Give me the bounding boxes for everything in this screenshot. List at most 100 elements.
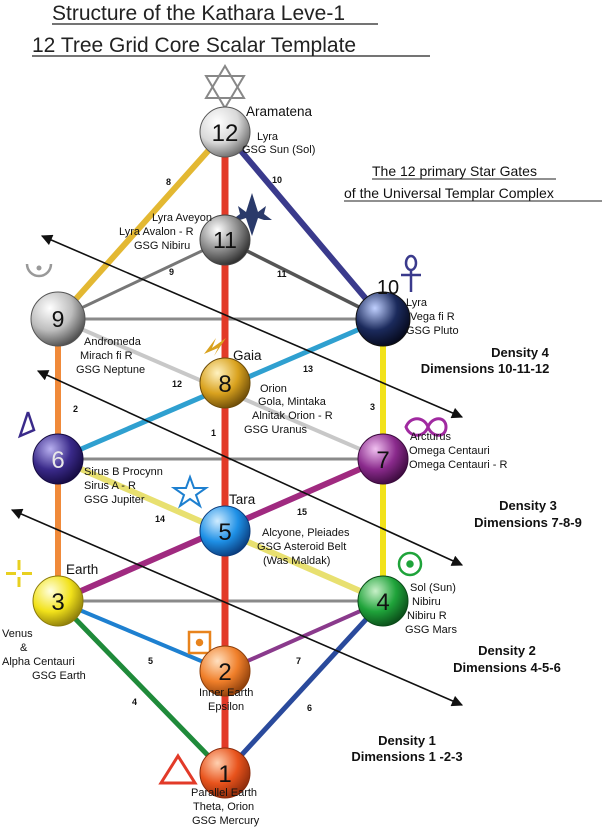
subtitle-line-2: of the Universal Templar Complex <box>344 185 554 201</box>
node-7-label-line: Omega Centauri <box>409 445 490 457</box>
density-arrows <box>10 234 464 707</box>
node-11-label-line: Lyra Avalon - R <box>119 226 194 238</box>
node-9-label-line: Mirach fi R <box>80 350 133 362</box>
node-5-labels: Alcyone, Pleiades GSG Asteroid Belt (Was… <box>257 527 350 567</box>
node-2-label-line: Epsilon <box>208 701 244 713</box>
path-number-7: 7 <box>296 656 301 666</box>
node-12-number: 12 <box>212 120 239 147</box>
node-8-name: Gaia <box>233 348 262 363</box>
node-3-name: Earth <box>66 562 98 577</box>
node-6-label-line: GSG Jupiter <box>84 494 145 506</box>
node-11[interactable]: 11 <box>199 214 251 266</box>
node-12-name: Aramatena <box>246 104 313 119</box>
title-line-2: 12 Tree Grid Core Scalar Template <box>32 34 356 57</box>
node-4-label-line: Nibiru R <box>407 610 447 622</box>
path-number-13: 13 <box>303 364 313 374</box>
node-4-label-line: GSG Mars <box>405 624 457 636</box>
node-4-label-line: Nibiru <box>412 596 441 608</box>
node-2[interactable]: 2 <box>199 645 251 697</box>
node-1-label-line: Parallel Earth <box>191 787 257 799</box>
density-title: Density 3 <box>499 498 557 513</box>
node-6[interactable]: 6 <box>32 433 84 485</box>
node-12-labels: Lyra GSG Sun (Sol) <box>242 131 315 156</box>
path-number-labels: 1 2 3 4 5 6 7 8 9 10 11 12 13 14 15 <box>73 175 375 713</box>
node-10-label-line: GSG Pluto <box>406 325 459 337</box>
node-5[interactable]: 5 <box>199 505 251 557</box>
node-8[interactable]: 8 <box>199 357 251 409</box>
node-2-number: 2 <box>218 659 231 686</box>
node-10-labels: Lyra Vega fi R GSG Pluto <box>406 297 459 337</box>
path-number-1: 1 <box>211 428 216 438</box>
node-3-labels: Venus & Alpha Centauri GSG Earth <box>2 628 86 682</box>
node-7-label-line: Arcturus <box>410 431 451 443</box>
node-8-labels: Orion Gola, Mintaka Alnitak Orion - R GS… <box>244 383 333 436</box>
node-9-number: 9 <box>52 306 65 332</box>
node-8-number: 8 <box>218 371 231 398</box>
node-11-label-line: Lyra Aveyon <box>152 212 212 224</box>
node-2-label-line: Inner Earth <box>199 687 253 699</box>
path-number-4: 4 <box>132 697 137 707</box>
node-7[interactable]: 7 <box>357 433 409 485</box>
node-12-label-line: GSG Sun (Sol) <box>242 144 315 156</box>
path-number-6: 6 <box>307 703 312 713</box>
subtitle-line-1: The 12 primary Star Gates <box>372 163 537 179</box>
path-number-5: 5 <box>148 656 153 666</box>
node-5-label-line: GSG Asteroid Belt <box>257 541 346 553</box>
path-number-2: 2 <box>73 404 78 414</box>
nodal-symbol-icon <box>17 411 36 439</box>
node-3-label-line: GSG Earth <box>32 670 86 682</box>
infinity-icon <box>404 417 448 437</box>
square-dot-icon <box>187 630 212 655</box>
cross-icon <box>6 560 32 587</box>
node-10[interactable]: 10 <box>355 277 411 347</box>
node-11-label-line: GSG Nibiru <box>134 240 190 252</box>
path-number-9: 9 <box>169 267 174 277</box>
path-number-10: 10 <box>272 175 282 185</box>
node-1-number: 1 <box>218 761 231 788</box>
five-point-star-icon <box>170 474 210 509</box>
node-12-label-line: Lyra <box>257 131 279 143</box>
node-9[interactable]: 9 <box>30 291 86 347</box>
node-10-number: 10 <box>377 277 399 299</box>
node-8-label-line: Orion <box>260 383 287 395</box>
node-4-number: 4 <box>376 589 389 616</box>
node-4-label-line: Sol (Sun) <box>410 582 456 594</box>
node-4-labels: Sol (Sun) Nibiru Nibiru R GSG Mars <box>405 582 457 636</box>
node-1-label-line: GSG Mercury <box>192 815 260 827</box>
density-arrow-2 <box>10 508 464 707</box>
node-2-labels: Inner Earth Epsilon <box>199 687 253 713</box>
node-5-label-line: Alcyone, Pleiades <box>262 527 350 539</box>
density-title: Density 4 <box>491 345 550 360</box>
node-3-label-line: Venus <box>2 628 33 640</box>
density-dimensions: Dimensions 1 -2-3 <box>351 749 462 764</box>
triangle-icon <box>158 753 198 785</box>
path-5 <box>57 599 226 673</box>
node-1-label-line: Theta, Orion <box>193 801 254 813</box>
density-title: Density 1 <box>378 733 436 748</box>
path-number-12: 12 <box>172 379 182 389</box>
density-dimensions: Dimensions 7-8-9 <box>474 515 582 530</box>
density-4-label: Density 4 Dimensions 10-11-12 <box>421 345 550 376</box>
node-9-label-line: GSG Neptune <box>76 364 145 376</box>
node-4[interactable]: 4 <box>357 575 409 627</box>
density-title: Density 2 <box>478 643 536 658</box>
node-3-label-line: & <box>20 642 28 654</box>
node-12[interactable]: 12 <box>199 106 251 158</box>
node-9-label-line: Andromeda <box>84 336 142 348</box>
node-10-label-line: Lyra <box>406 297 428 309</box>
density-dimensions: Dimensions 10-11-12 <box>421 361 550 376</box>
path-number-14: 14 <box>155 514 165 524</box>
density-dimensions: Dimensions 4-5-6 <box>453 660 561 675</box>
node-8-label-line: Alnitak Orion - R <box>252 410 333 422</box>
star-of-david-icon <box>204 64 246 110</box>
node-5-name: Tara <box>229 492 256 507</box>
node-5-number: 5 <box>218 519 231 546</box>
node-10-label-line: Vega fi R <box>410 311 455 323</box>
density-1-label: Density 1 Dimensions 1 -2-3 <box>351 733 462 764</box>
node-3[interactable]: 3 <box>32 575 84 627</box>
node-1[interactable]: 1 <box>199 747 251 799</box>
lightning-icon <box>204 338 226 356</box>
path-number-3: 3 <box>370 402 375 412</box>
node-3-number: 3 <box>51 589 64 616</box>
